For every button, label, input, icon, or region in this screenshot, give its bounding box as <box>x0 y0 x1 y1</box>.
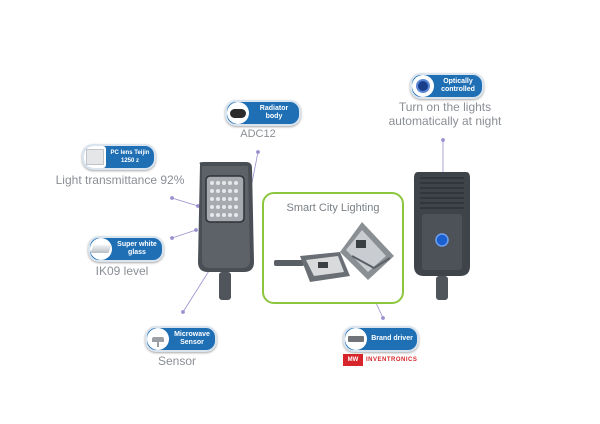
brand-driver-label: Brand driver <box>371 335 413 342</box>
lens-icon <box>84 146 106 168</box>
radiator-caption: ADC12 <box>240 128 276 140</box>
luminaire-open-view <box>274 222 394 282</box>
glass-caption: IK09 level <box>95 264 149 278</box>
optical-caption-line-2: automatically at night <box>388 114 502 128</box>
smart-city-lighting-panel: Smart City Lighting <box>262 192 404 304</box>
inventronics-logo: INVENTRONICS <box>366 357 418 363</box>
optically-controlled-label: Optically controlled <box>441 78 475 93</box>
luminaire-back-view <box>414 172 470 300</box>
meanwell-logo: MW <box>343 354 363 366</box>
optical-caption-line-1: Turn on the lights <box>398 100 492 114</box>
glass-icon <box>90 238 112 260</box>
pc-lens-badge: PC lens Teijin 1250 z <box>82 144 156 170</box>
microwave-sensor-label: Microwave Sensor <box>174 331 210 346</box>
microwave-sensor-icon <box>147 328 169 350</box>
photocell-icon <box>412 75 434 97</box>
pc-lens-caption: Light transmittance 92% <box>55 173 185 187</box>
brand-driver-badge: Brand driver <box>343 326 419 352</box>
pc-lens-label: PC lens Teijin 1250 z <box>110 150 150 164</box>
driver-icon <box>345 328 367 350</box>
microwave-sensor-badge: Microwave Sensor <box>145 326 217 352</box>
optically-controlled-badge: Optically controlled <box>410 73 484 99</box>
luminaire-front-view <box>198 162 254 300</box>
super-white-glass-badge: Super white glass <box>88 236 164 262</box>
radiator-body-badge: Radiator body <box>225 100 301 126</box>
super-white-glass-label: Super white glass <box>117 241 157 256</box>
sensor-caption: Sensor <box>157 354 197 368</box>
radiator-body-label: Radiator body <box>259 105 289 120</box>
radiator-swatch-icon <box>227 102 249 124</box>
smart-city-title: Smart City Lighting <box>286 202 380 214</box>
